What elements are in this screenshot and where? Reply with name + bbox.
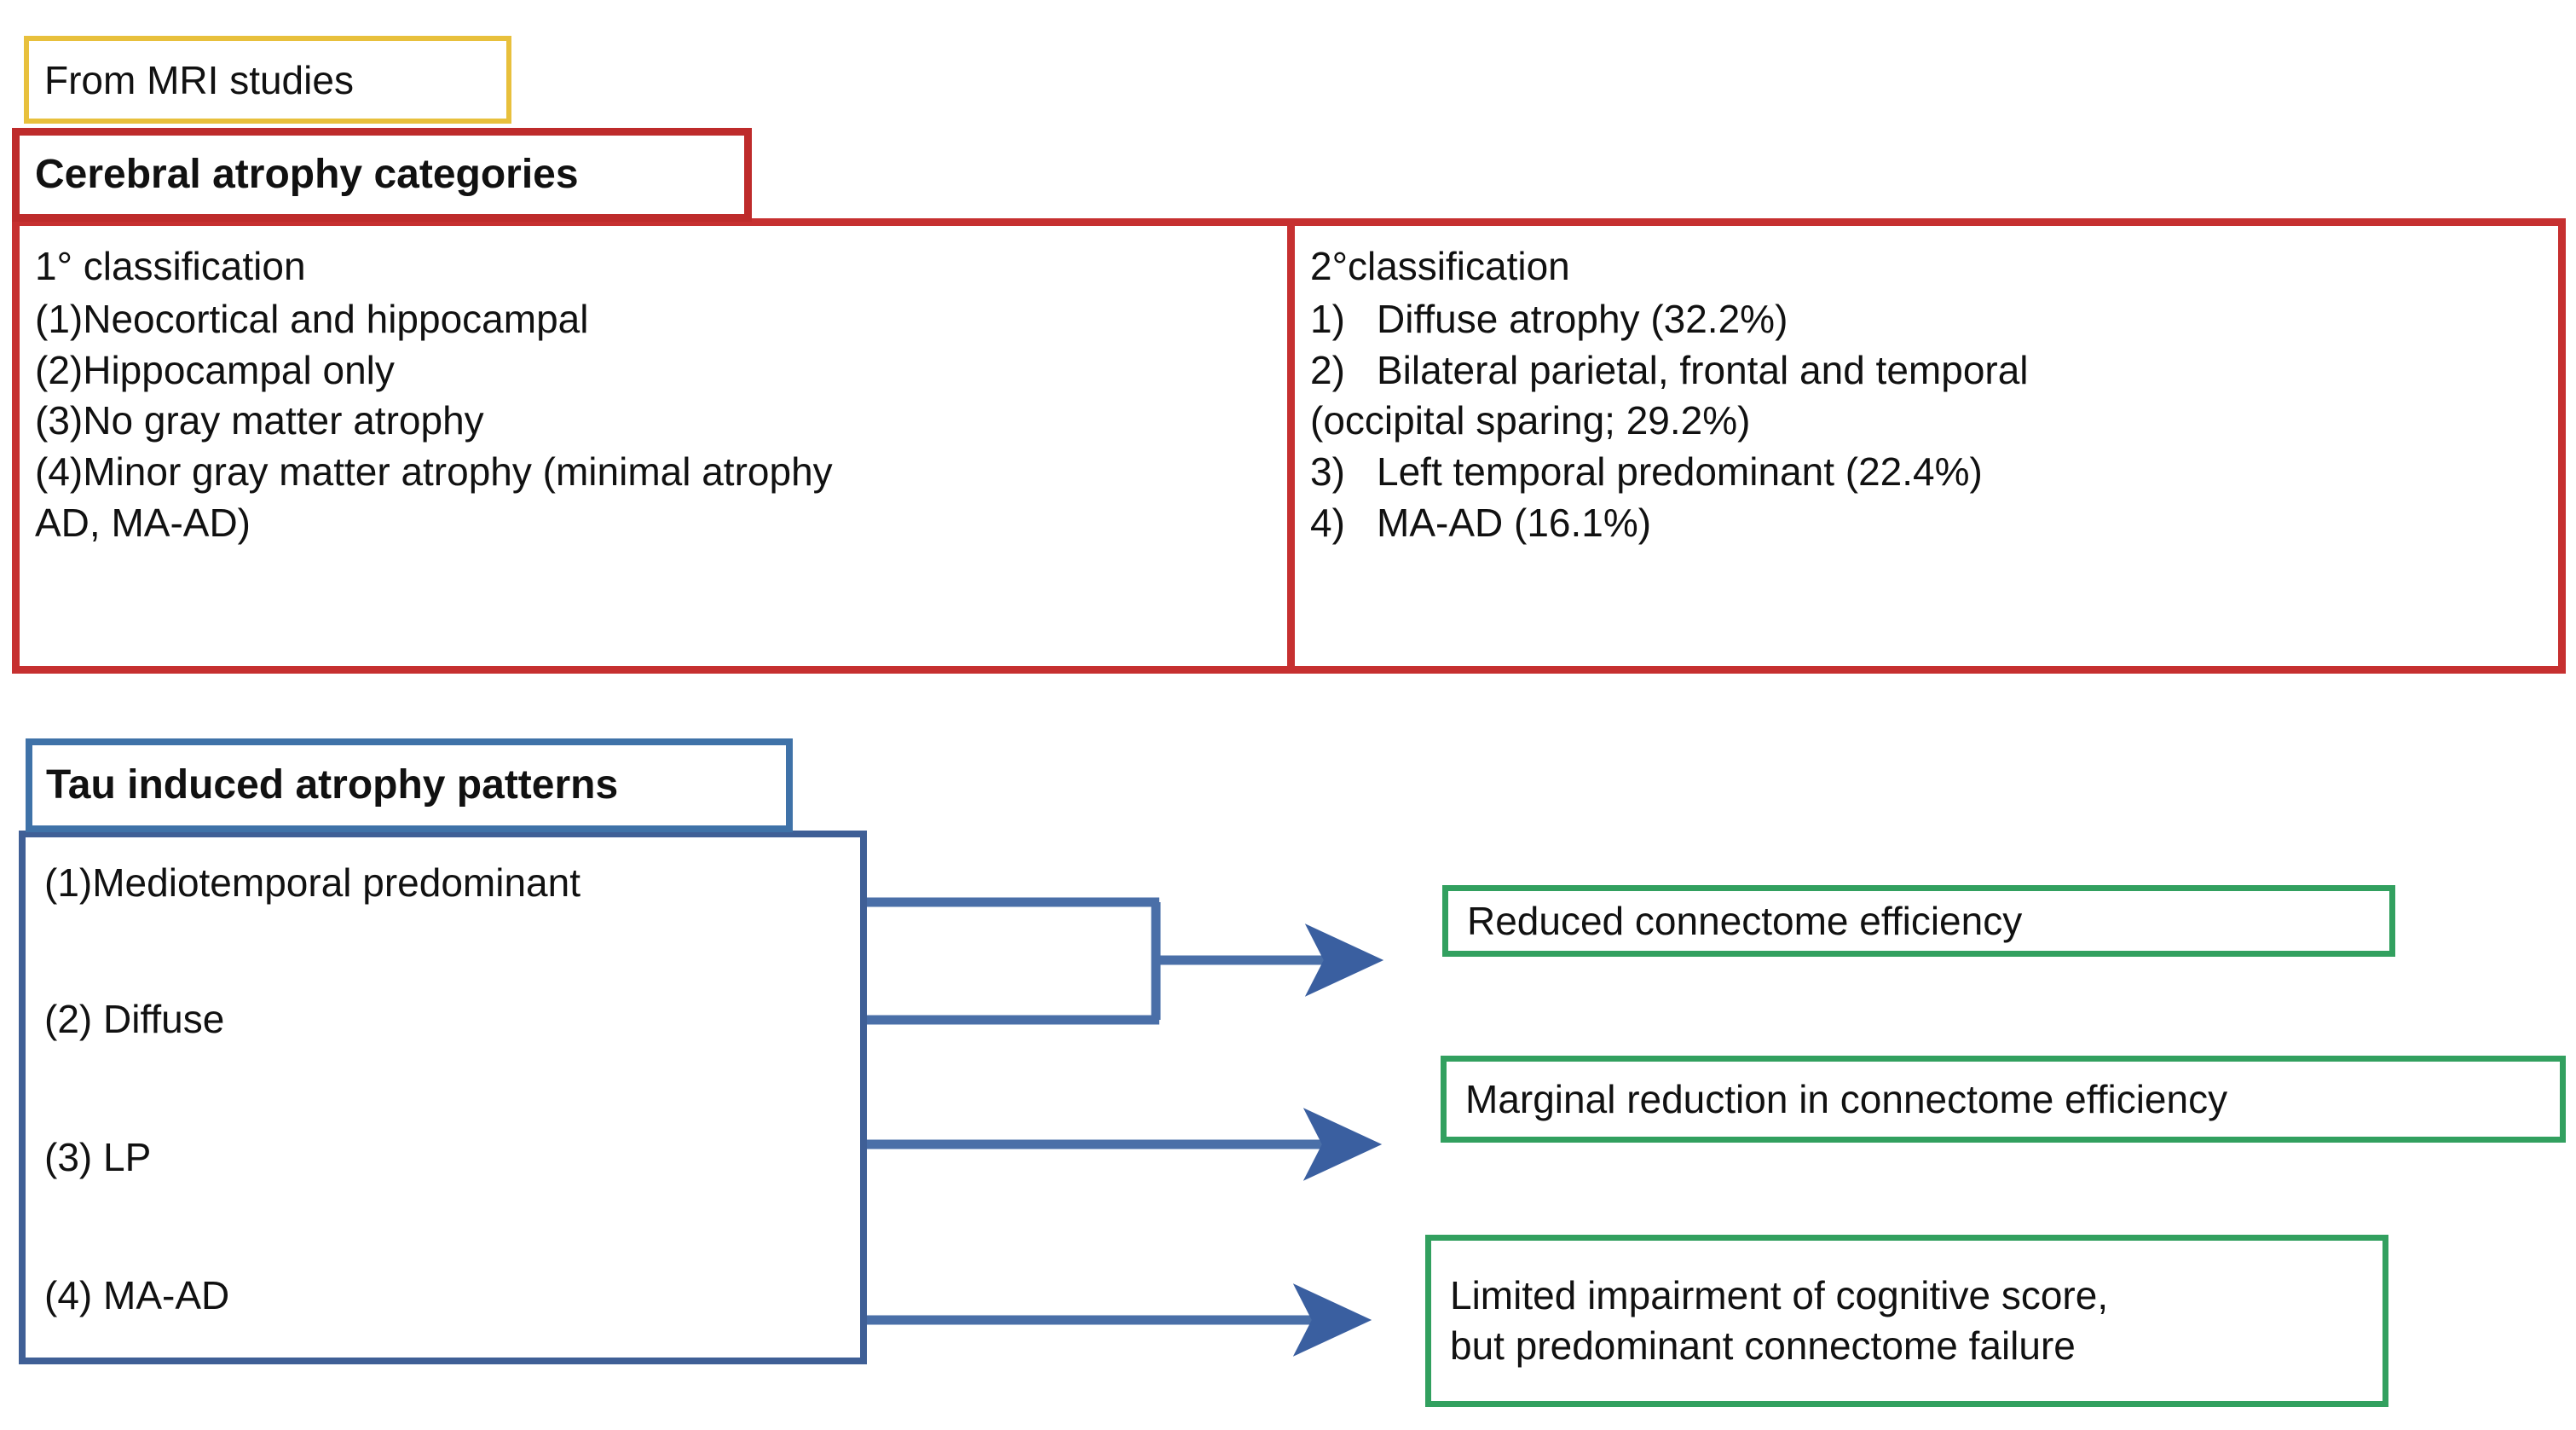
list-item: 3) Left temporal predominant (22.4%)	[1310, 447, 2544, 498]
tau-pattern-item: (1)Mediotemporal predominant	[44, 861, 580, 905]
item-number: (3)	[44, 1135, 93, 1179]
outcome-box-1: Reduced connectome efficiency	[1442, 885, 2395, 957]
tau-atrophy-body: (1)Mediotemporal predominant (2) Diffuse…	[19, 831, 867, 1364]
item-label: Left temporal predominant (22.4%)	[1377, 449, 1983, 495]
primary-classification-list: (1) Neocortical and hippocampal (2) Hipp…	[35, 294, 1274, 549]
source-note-text: From MRI studies	[44, 57, 354, 102]
outcome-line: Reduced connectome efficiency	[1467, 898, 2023, 943]
item-number: 1)	[1310, 296, 1345, 341]
primary-classification-heading: 1° classification	[35, 244, 306, 288]
item-continuation-text: AD, MA-AD)	[35, 500, 251, 545]
item-continuation-text: (occipital sparing; 29.2%)	[1310, 398, 1751, 443]
tau-atrophy-header-text: Tau induced atrophy patterns	[46, 761, 619, 808]
item-number: (4)	[35, 449, 84, 495]
secondary-classification-column: 2°classification 1) Diffuse atrophy (32.…	[1295, 226, 2558, 666]
item-number: (4)	[44, 1273, 93, 1317]
list-item: 2) Bilateral parietal, frontal and tempo…	[1310, 345, 2544, 397]
item-label: Neocortical and hippocampal	[83, 296, 589, 341]
list-item: (2) Hippocampal only	[35, 345, 1274, 397]
outcome-box-3: Limited impairment of cognitive score, b…	[1425, 1235, 2388, 1407]
item-label: Hippocampal only	[83, 347, 395, 392]
item-number: (2)	[35, 347, 84, 392]
item-label: Bilateral parietal, frontal and temporal	[1377, 347, 2029, 392]
connector-arrows	[867, 923, 1384, 1357]
item-number: (2)	[44, 997, 93, 1041]
tau-pattern-item: (4) MA-AD	[44, 1274, 229, 1317]
cerebral-atrophy-header-box: Cerebral atrophy categories	[12, 128, 752, 222]
item-number: 3)	[1310, 449, 1345, 495]
tau-pattern-item: (3) LP	[44, 1136, 151, 1179]
outcome-line: but predominant connectome failure	[1450, 1323, 2076, 1368]
outcome-line: Marginal reduction in connectome efficie…	[1465, 1076, 2228, 1121]
item-label: Diffuse atrophy (32.2%)	[1377, 296, 1788, 341]
outcome-box-2: Marginal reduction in connectome efficie…	[1441, 1056, 2566, 1143]
list-item: 1) Diffuse atrophy (32.2%)	[1310, 294, 2544, 345]
secondary-classification-list: 1) Diffuse atrophy (32.2%) 2) Bilateral …	[1310, 294, 2544, 549]
outcome-line: Limited impairment of cognitive score,	[1450, 1273, 2109, 1318]
source-note-box: From MRI studies	[24, 36, 511, 124]
item-number: (1)	[35, 296, 84, 341]
outcome-text-2: Marginal reduction in connectome efficie…	[1447, 1074, 2246, 1125]
primary-classification-column: 1° classification (1) Neocortical and hi…	[20, 226, 1295, 666]
item-label: MA-AD (16.1%)	[1377, 500, 1652, 545]
list-item-continuation: (occipital sparing; 29.2%)	[1310, 396, 2544, 447]
connector-group-merged	[867, 897, 1161, 1025]
item-number: 4)	[1310, 500, 1345, 545]
list-item: (4) Minor gray matter atrophy (minimal a…	[35, 447, 1274, 498]
cerebral-atrophy-header-text: Cerebral atrophy categories	[35, 151, 579, 197]
outcome-text-1: Reduced connectome efficiency	[1448, 896, 2041, 947]
item-label: Minor gray matter atrophy (minimal atrop…	[83, 449, 833, 495]
item-number: 2)	[1310, 347, 1345, 392]
item-label: No gray matter atrophy	[83, 398, 484, 443]
cerebral-atrophy-body: 1° classification (1) Neocortical and hi…	[12, 218, 2566, 674]
tau-pattern-item: (2) Diffuse	[44, 998, 224, 1041]
list-item: 4) MA-AD (16.1%)	[1310, 498, 2544, 549]
list-item: (1) Neocortical and hippocampal	[35, 294, 1274, 345]
tau-atrophy-header-box: Tau induced atrophy patterns	[26, 738, 793, 832]
item-label: MA-AD	[92, 1273, 230, 1317]
item-label: LP	[92, 1135, 152, 1179]
list-item: (3) No gray matter atrophy	[35, 396, 1274, 447]
item-label: Mediotemporal predominant	[92, 860, 580, 905]
list-item-continuation: AD, MA-AD)	[35, 498, 1274, 549]
item-number: (1)	[44, 860, 93, 905]
outcome-text-3: Limited impairment of cognitive score, b…	[1431, 1271, 2127, 1371]
item-label: Diffuse	[92, 997, 225, 1041]
secondary-classification-heading: 2°classification	[1310, 244, 1570, 288]
item-number: (3)	[35, 398, 84, 443]
